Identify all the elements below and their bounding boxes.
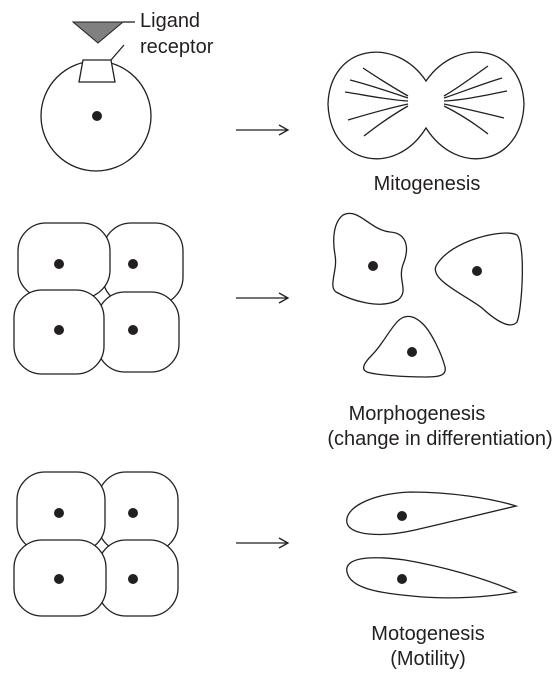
nucleus [397,511,407,521]
nucleus [54,259,64,269]
nucleus [54,508,64,518]
differentiated-cells [332,212,523,378]
elongated-cell [346,491,519,536]
nucleus [128,259,138,269]
receptor-shape [78,59,116,83]
receptor-pointer-line [110,44,125,61]
cell-cluster-1 [13,222,184,375]
nucleus [128,508,138,518]
motogenesis-note: (Motility) [390,648,466,670]
cell-cluster-2 [13,471,179,617]
nucleus [472,266,482,276]
cluster-cell [97,539,179,617]
arrow-mitogenesis [236,124,290,136]
nucleus [407,347,417,357]
nucleus [54,325,64,335]
triangular-cell [434,232,523,326]
nucleus [368,261,378,271]
morphogenesis-note: (change in differentiation) [327,428,552,450]
ligand-label: Ligand [140,10,200,32]
spindle-fibers [344,65,508,137]
cluster-cell [96,291,180,373]
nucleus [128,325,138,335]
small-triangular-cell [363,315,446,378]
nucleus [54,574,64,584]
mitogenesis-label: Mitogenesis [374,173,481,195]
irregular-cell [332,212,408,305]
arrow-motogenesis [236,537,290,549]
nucleus [128,574,138,584]
ligand-receptor-cell [40,21,152,172]
dividing-cell [327,51,525,160]
arrow-morphogenesis [236,292,290,304]
receptor-label: receptor [140,36,214,58]
elongated-cell [346,557,519,599]
morphogenesis-label: Morphogenesis [349,403,486,425]
nucleus [397,574,407,584]
ligand-triangle [71,21,125,44]
motogenesis-label: Motogenesis [371,623,484,645]
cluster-cell [17,222,111,299]
nucleus [92,111,102,121]
motile-cells [346,491,519,599]
